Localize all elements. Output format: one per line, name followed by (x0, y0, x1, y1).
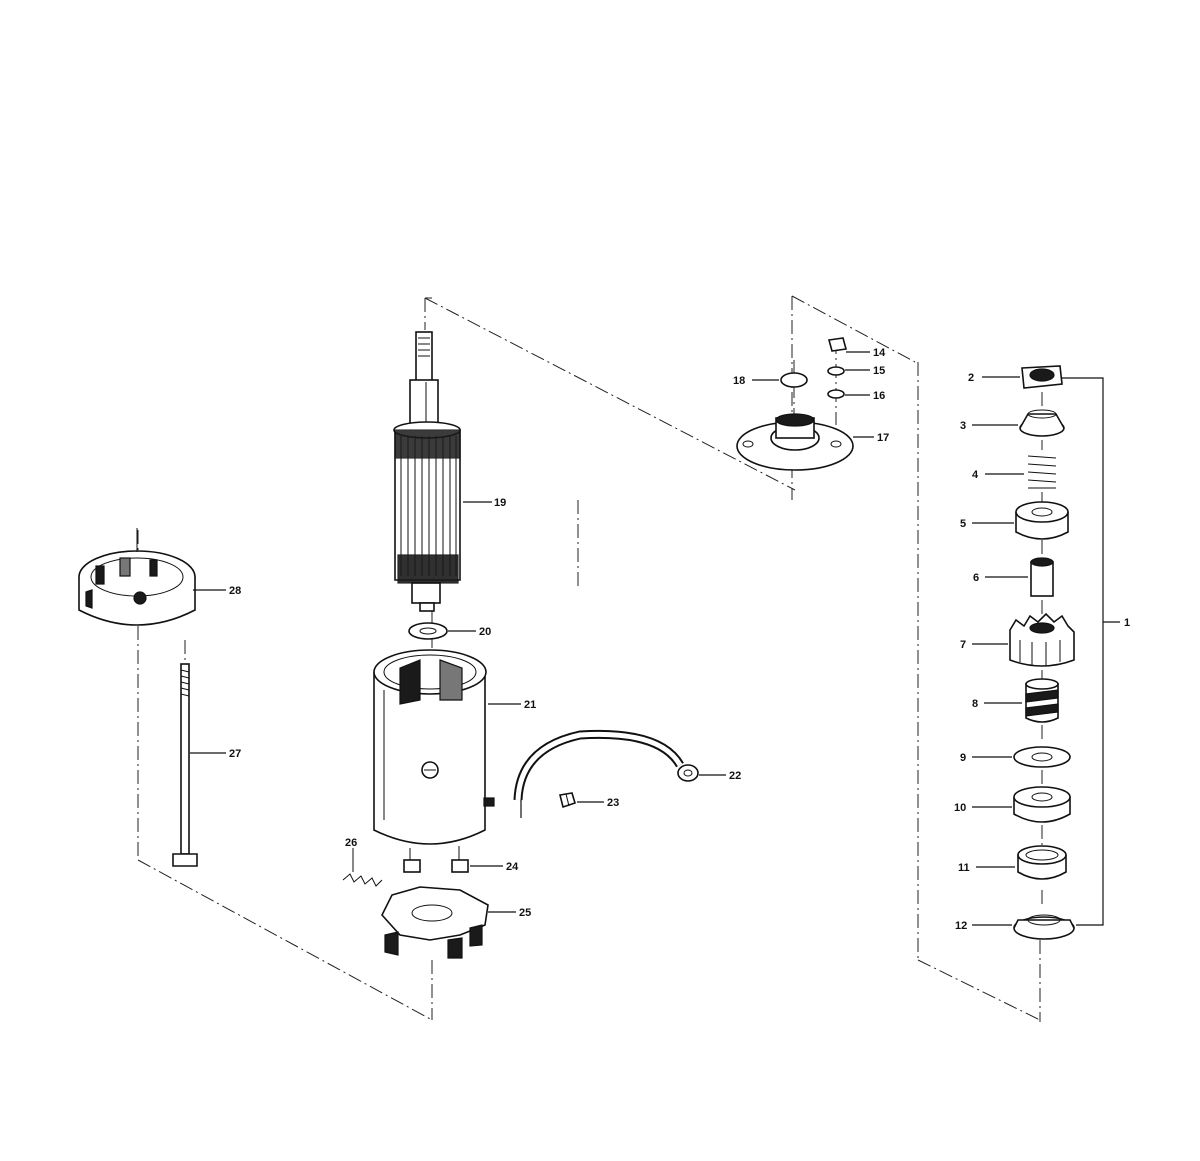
nut-part-23 (559, 792, 576, 809)
callout-24: 24 (470, 861, 519, 873)
alignment-lines (137, 295, 1043, 1022)
callout-14-label: 14 (873, 347, 886, 359)
callout-19-label: 19 (494, 497, 506, 509)
end-cap-part-28 (78, 528, 196, 626)
callout-9-label: 9 (960, 752, 966, 764)
sleeve-part-6 (1030, 557, 1054, 597)
callout-6: 6 (973, 572, 1028, 584)
callout-1-bracket: 1 (1062, 377, 1130, 926)
callout-20: 20 (448, 626, 491, 638)
callout-19: 19 (463, 497, 506, 509)
callout-8: 8 (972, 698, 1022, 710)
collar-part-5 (1015, 501, 1069, 540)
brushes-part-24 (403, 846, 469, 873)
callout-28: 28 (193, 585, 241, 597)
callout-20-label: 20 (479, 626, 491, 638)
callout-23: 23 (577, 797, 619, 809)
callout-11: 11 (958, 862, 1015, 874)
callout-27: 27 (190, 748, 241, 760)
callout-16: 16 (845, 390, 885, 402)
callout-3-label: 3 (960, 420, 966, 432)
drive-end-cap-part-17 (736, 413, 854, 471)
callout-26-label: 26 (345, 837, 357, 849)
callout-16-label: 16 (873, 390, 885, 402)
pinion-gear-part-7 (1009, 612, 1075, 667)
callout-2-label: 2 (968, 372, 974, 384)
lead-wire-part-22 (513, 729, 699, 818)
nut-part-2 (1021, 365, 1063, 389)
callout-11-label: 11 (958, 862, 970, 874)
callout-22: 22 (699, 770, 741, 782)
stop-ring-part-11 (1017, 845, 1067, 880)
brush-plate-part-25 (381, 886, 489, 959)
lock-washer-part-15 (827, 366, 845, 376)
callout-22-label: 22 (729, 770, 741, 782)
callout-7-label: 7 (960, 639, 966, 651)
callout-5: 5 (960, 518, 1014, 530)
callout-15-label: 15 (873, 365, 885, 377)
field-frame-part-21 (373, 649, 495, 845)
callout-5-label: 5 (960, 518, 966, 530)
callout-12-label: 12 (955, 920, 967, 932)
callout-4: 4 (972, 469, 1024, 481)
callout-18-label: 18 (733, 375, 745, 387)
callout-21-label: 21 (524, 699, 536, 711)
washer-part-9 (1013, 746, 1071, 768)
nut-part-14 (827, 337, 848, 352)
callout-10-label: 10 (954, 802, 966, 814)
callout-18: 18 (733, 375, 779, 387)
o-ring-part-18 (780, 372, 808, 388)
callout-24-label: 24 (506, 861, 519, 873)
callout-17-label: 17 (877, 432, 889, 444)
callout-27-label: 27 (229, 748, 241, 760)
callout-17: 17 (853, 432, 889, 444)
stop-cup-part-12 (1013, 914, 1075, 940)
callout-7: 7 (960, 639, 1008, 651)
callout-12: 12 (955, 920, 1012, 932)
callout-21: 21 (488, 699, 536, 711)
callout-2: 2 (968, 372, 1020, 384)
washer-part-20 (408, 622, 448, 640)
callout-23-label: 23 (607, 797, 619, 809)
callout-15: 15 (845, 365, 885, 377)
through-bolt-part-27 (172, 663, 198, 867)
washer-part-16 (827, 389, 845, 399)
callout-14: 14 (846, 347, 886, 359)
callout-28-label: 28 (229, 585, 241, 597)
callout-25: 25 (488, 907, 531, 919)
screw-shaft-part-8 (1025, 678, 1059, 723)
callout-1-label: 1 (1124, 617, 1130, 629)
callout-9: 9 (960, 752, 1012, 764)
callout-4-label: 4 (972, 469, 979, 481)
callout-3: 3 (960, 420, 1018, 432)
callout-26: 26 (345, 837, 357, 849)
spacer-part-10 (1013, 786, 1071, 823)
spring-part-26 (342, 848, 383, 887)
spring-cup-part-3 (1019, 409, 1065, 437)
armature-part-19 (393, 331, 461, 612)
spring-part-4 (1027, 455, 1057, 489)
callout-10: 10 (954, 802, 1012, 814)
callout-6-label: 6 (973, 572, 979, 584)
callout-8-label: 8 (972, 698, 978, 710)
callout-25-label: 25 (519, 907, 531, 919)
